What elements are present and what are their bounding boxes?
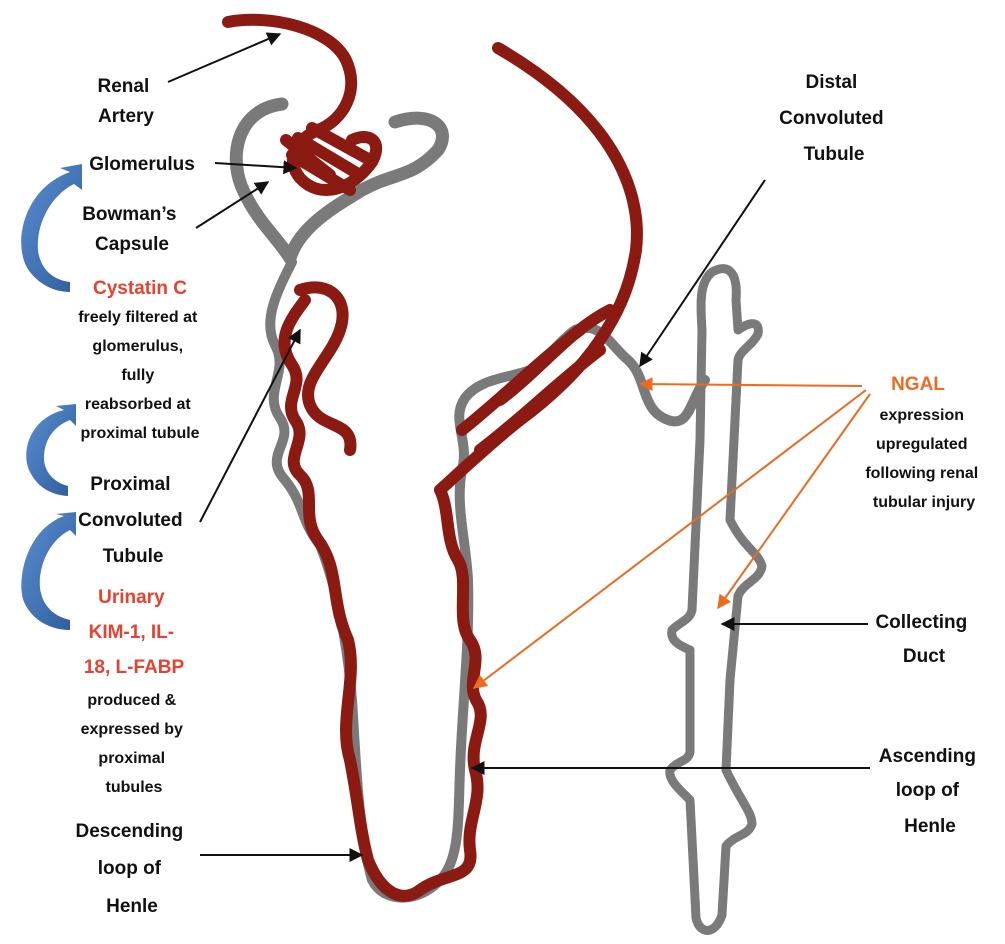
label-cystatin-description: freely filtered at glomerulus, fully rea… [78,309,202,442]
label-bowmans-capsule: Bowman’s Capsule [82,204,182,255]
pointer-glomerulus [215,163,296,168]
label-urinary-biomarkers: Urinary KIM-1, IL- 18, L-FABP [84,587,185,678]
label-glomerulus: Glomerulus [89,154,195,175]
pointer-lines [168,34,870,855]
ngal-arrow-collecting [718,394,870,608]
label-ngal-description: expression upregulated following renal t… [865,407,982,511]
label-proximal-tubule: Proximal Convoluted Tubule [78,474,188,567]
curved-arrow-middle [26,404,76,496]
pointer-renal-artery [168,34,280,82]
label-urinary-description: produced & expressed by proximal tubules [81,692,188,796]
label-ascending-loop: Ascending loop of Henle [879,746,981,837]
label-descending-loop: Descending loop of Henle [76,821,189,917]
ngal-arrow-ascending [474,390,866,688]
label-renal-artery: Renal Artery [97,76,154,127]
label-distal-tubule: Distal Convoluted Tubule [779,72,889,165]
curved-arrow-bottom [21,512,76,630]
label-cystatin-c: Cystatin C [93,278,187,299]
curved-arrow-top [21,164,82,292]
collecting-duct-shape [670,269,762,931]
label-ngal: NGAL [891,374,945,395]
label-collecting-duct: Collecting Duct [875,612,972,667]
ngal-arrow-distal [640,384,862,386]
